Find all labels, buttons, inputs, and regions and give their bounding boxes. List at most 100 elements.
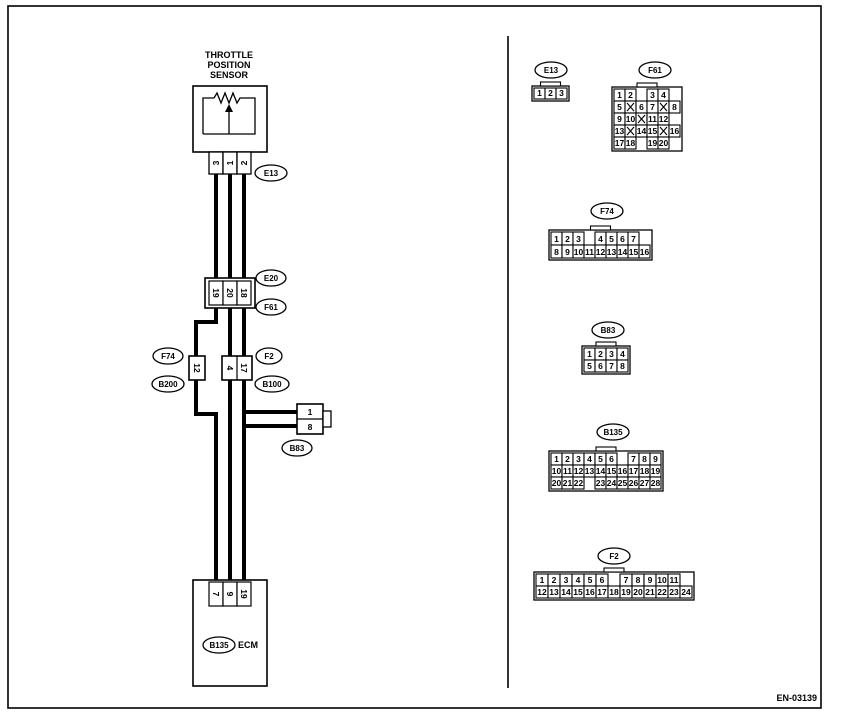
ecm-pin-number: 9 <box>225 592 235 597</box>
f74-pin-label: 7 <box>631 234 636 244</box>
b135-pin-label: 20 <box>552 478 562 488</box>
f74-pin-label: 12 <box>596 247 606 257</box>
ecm-pin-cell <box>236 581 252 607</box>
e13-pin-label: 3 <box>559 88 564 98</box>
b135-pin-label: 7 <box>631 454 636 464</box>
e13-pin-label: 1 <box>537 88 542 98</box>
f61-pin-label: 15 <box>648 126 658 136</box>
b83-pin-label: 6 <box>598 361 603 371</box>
f61-pin-label: 19 <box>648 138 658 148</box>
f2-pin-label: 11 <box>670 575 679 585</box>
b83-latch <box>322 410 332 428</box>
b135-pin-label: 3 <box>576 454 581 464</box>
e13-cavity <box>555 87 568 100</box>
f2-pin-label: 5 <box>588 575 593 585</box>
f61-face-tag-ellipse <box>638 61 672 79</box>
b135-pin-label: 16 <box>618 466 628 476</box>
f2-pin-label: 24 <box>681 587 691 597</box>
junction-pin-cell <box>236 280 252 306</box>
f61-tag: F61 <box>264 303 278 312</box>
f2-pin-label: 8 <box>636 575 641 585</box>
b135-pin-label: 22 <box>574 478 584 488</box>
f61-blank-cavity <box>626 126 635 136</box>
b135-pin-label: 12 <box>574 466 584 476</box>
f2-pin-label: 22 <box>657 587 667 597</box>
b83-pin-label: 1 <box>587 349 592 359</box>
b135-pin-label: 6 <box>609 454 614 464</box>
f61-pin-label: 10 <box>626 114 636 124</box>
f74-pin-label: 6 <box>620 234 625 244</box>
f61-blank-cavity <box>659 102 668 112</box>
b135-pin-label: 2 <box>565 454 570 464</box>
f61-pin-label: 20 <box>659 138 669 148</box>
f61-pin-label: 6 <box>639 102 644 112</box>
f2-face-tag-ellipse <box>597 547 631 565</box>
e13-face-tag-ellipse <box>534 61 568 79</box>
f2-pin-label: 20 <box>633 587 643 597</box>
b135-pin-label: 19 <box>651 466 661 476</box>
f61-pin-label: 18 <box>626 138 636 148</box>
b83-pin-label: 5 <box>587 361 592 371</box>
e13-pin-label: 2 <box>548 88 553 98</box>
e13-latch <box>539 81 562 87</box>
f61-pin-label: 7 <box>650 102 655 112</box>
b135-pin-label: 27 <box>640 478 650 488</box>
b83-pin-number: 8 <box>308 422 313 432</box>
b135-pin-label: 24 <box>607 478 617 488</box>
f74-pin-label: 15 <box>629 247 639 257</box>
sensor-pin-number: 2 <box>239 160 249 165</box>
ecm-pin-number: 19 <box>239 589 249 599</box>
b83-tag: B83 <box>290 444 305 453</box>
f61-pin-label: 2 <box>628 90 633 100</box>
ecm-connector-tag: B135 <box>209 641 229 650</box>
f61-pin-label: 1 <box>617 90 622 100</box>
b135-pin-label: 5 <box>598 454 603 464</box>
b135-latch <box>595 446 617 452</box>
f61-cavity <box>657 136 670 150</box>
b135-face-tag-ellipse <box>596 423 630 441</box>
b135-tag-ellipse <box>202 636 236 654</box>
f2-pin-label: 21 <box>645 587 655 597</box>
f61-face-tag: F61 <box>648 66 662 75</box>
figure-code: EN-03139 <box>776 693 817 703</box>
f2-pin-label: 12 <box>537 587 547 597</box>
ecm-pin-number: 7 <box>211 592 221 597</box>
f2-tag-ellipse <box>255 347 283 365</box>
b200-tag-ellipse <box>151 375 185 393</box>
b83-pin-label: 8 <box>620 361 625 371</box>
f74-pin-label: 4 <box>598 234 603 244</box>
f61-blank-cavity <box>659 126 668 136</box>
f74-cavity <box>638 244 651 259</box>
page-border <box>7 5 822 709</box>
f74-pin-label: 1 <box>554 234 559 244</box>
f2-cavity <box>679 585 693 599</box>
resistor-symbol <box>213 91 243 105</box>
b135-pin-label: 26 <box>629 478 639 488</box>
b135-pin-label: 14 <box>596 466 606 476</box>
wire-19-to-f74 <box>194 306 218 356</box>
f2-pin-label: 19 <box>621 587 631 597</box>
f74-pin-label: 13 <box>607 247 617 257</box>
f74-pin-label: 14 <box>618 247 628 257</box>
b135-pin-label: 4 <box>587 454 592 464</box>
f2-pin-label: 1 <box>540 575 545 585</box>
f61-pin-label: 14 <box>637 126 647 136</box>
f61-cavity <box>668 100 681 114</box>
f2-latch <box>603 567 625 573</box>
b135-cavity <box>572 476 585 490</box>
f74-pin-label: 9 <box>565 247 570 257</box>
f74-pin-label: 10 <box>574 247 584 257</box>
f2-pin-label: 4 <box>576 575 581 585</box>
f74-pin-label: 16 <box>640 247 650 257</box>
sensor-name-line1: THROTTLE <box>205 50 253 60</box>
b83-face-tag-ellipse <box>591 321 625 339</box>
f74-tag: F74 <box>161 352 175 361</box>
f2-b100-pin-number: 17 <box>239 363 249 373</box>
b83-pin-label: 7 <box>609 361 614 371</box>
f74-pin-label: 11 <box>585 247 594 257</box>
f2-pin-label: 6 <box>600 575 605 585</box>
